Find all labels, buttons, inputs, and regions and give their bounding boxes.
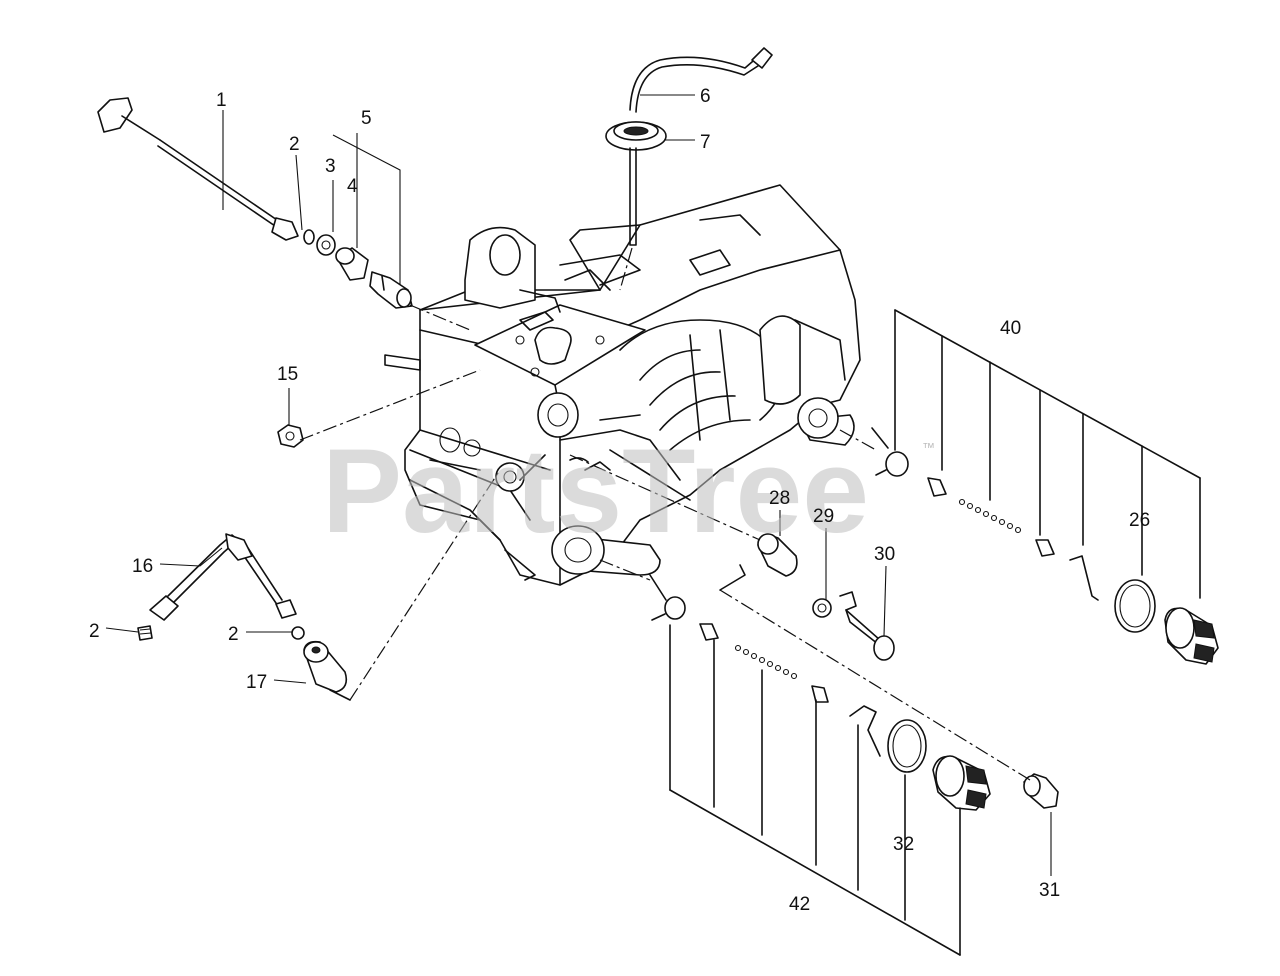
- part-balls-42: [734, 644, 798, 680]
- callout-40: 40: [1000, 318, 1021, 339]
- part-washer: [316, 234, 336, 256]
- part-sleeve: [335, 247, 369, 281]
- callout-32: 32: [893, 834, 914, 855]
- part-spring-42: [649, 574, 686, 621]
- callout-1: 1: [216, 90, 227, 111]
- part-balls-40: [958, 498, 1022, 534]
- part-oil-rod: [97, 97, 299, 241]
- callout-16: 16: [132, 556, 153, 577]
- callout-5: 5: [361, 108, 372, 129]
- hose-lower: [629, 147, 637, 246]
- part-plug-28: [757, 533, 798, 577]
- callout-30: 30: [874, 544, 895, 565]
- part-o-ring-32: [887, 719, 927, 773]
- callout-7: 7: [700, 132, 711, 153]
- callout-6: 6: [700, 86, 711, 107]
- callout-28: 28: [769, 488, 790, 509]
- callout-2-left: 2: [89, 621, 100, 642]
- part-bolt-31: [1023, 773, 1059, 809]
- part-grommet: [605, 121, 667, 151]
- callout-3: 3: [325, 156, 336, 177]
- crankcase: [384, 184, 861, 586]
- part-screw-40: [927, 477, 947, 497]
- part-o-ring-26: [1114, 579, 1156, 633]
- callout-31: 31: [1039, 880, 1060, 901]
- part-hose: [629, 47, 773, 113]
- callout-17: 17: [246, 672, 267, 693]
- part-screw-42: [699, 623, 719, 641]
- part-cap-42: [932, 755, 991, 811]
- callout-15: 15: [277, 364, 298, 385]
- callout-2-middle: 2: [228, 624, 239, 645]
- part-plug-42: [811, 685, 829, 703]
- part-pin-small: [137, 625, 153, 641]
- part-cap-40: [1164, 607, 1219, 665]
- part-fitting: [369, 271, 413, 309]
- callout-42: 42: [789, 894, 810, 915]
- part-clip-40: [1069, 555, 1099, 601]
- watermark-text: PartsTree: [322, 424, 869, 558]
- leader-lines: [105, 94, 1052, 876]
- part-lever-30: [839, 591, 895, 661]
- watermark-trademark: ™: [922, 440, 935, 455]
- part-oil-filter: [303, 640, 348, 693]
- bracket-group-40: [894, 309, 1201, 599]
- callout-29: 29: [813, 506, 834, 527]
- part-oil-line: [149, 533, 297, 621]
- callout-26: 26: [1129, 510, 1150, 531]
- part-o-ring-small-c: [291, 626, 305, 640]
- part-nut: [277, 424, 304, 448]
- part-plug-40: [1035, 539, 1055, 557]
- bracket-group-42: [669, 624, 961, 956]
- assembly-lines: [299, 247, 1031, 781]
- callout-4: 4: [347, 176, 358, 197]
- part-clip-29: [812, 598, 832, 618]
- part-o-ring-small-a: [303, 229, 315, 245]
- part-clip-42: [849, 705, 881, 757]
- part-spring-40: [871, 427, 909, 477]
- callout-2-top: 2: [289, 134, 300, 155]
